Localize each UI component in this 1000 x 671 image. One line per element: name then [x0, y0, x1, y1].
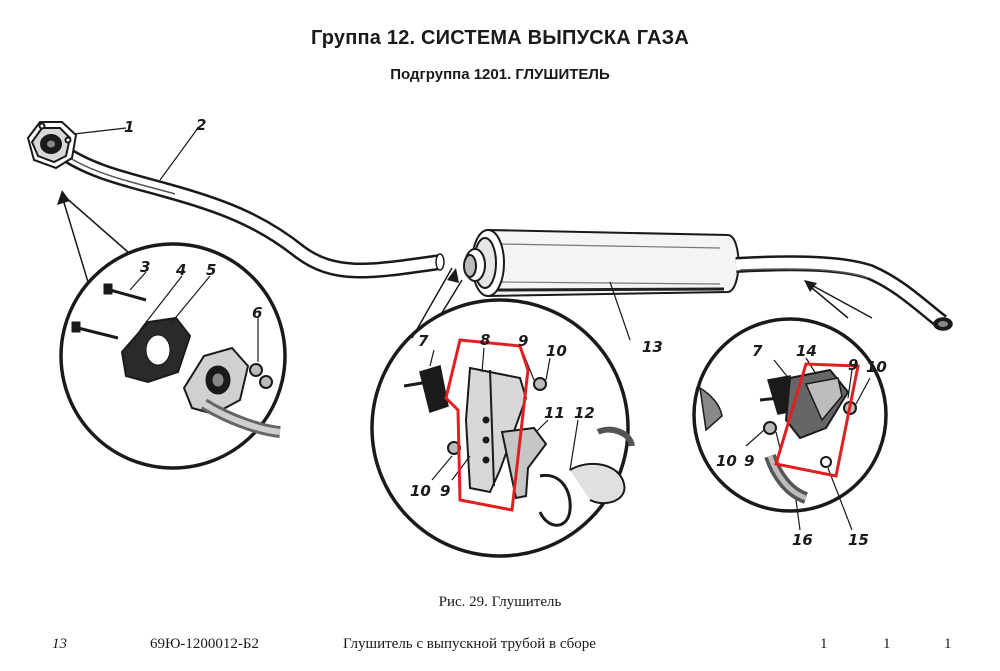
callout-m-10: 10 [546, 342, 567, 360]
highlight-front-bracket [444, 338, 530, 512]
callout-1: 1 [124, 118, 134, 136]
callout-m-9: 9 [518, 332, 528, 350]
callout-3: 3 [140, 258, 150, 276]
callout-m-10b: 10 [410, 482, 431, 500]
callout-6: 6 [252, 304, 262, 322]
quantity-1: 1 [820, 636, 828, 652]
callout-r-10: 10 [866, 358, 887, 376]
callout-m-12: 12 [574, 404, 595, 422]
callout-r-9: 9 [848, 356, 858, 374]
detail-circle-rear-mount [692, 280, 888, 531]
detail-circle-flange [57, 190, 287, 470]
part-code: 69Ю-1200012-Б2 [150, 636, 260, 652]
callout-r-15: 15 [848, 531, 869, 549]
quantity-2: 1 [883, 636, 891, 652]
callout-labels: 1 2 3 4 5 6 13 7 8 9 10 11 12 10 9 7 14 … [124, 116, 887, 549]
callout-2: 2 [196, 116, 206, 134]
callout-r-7: 7 [752, 342, 763, 360]
part-description: Глушитель с выпускной трубой в сборе [343, 636, 596, 652]
callout-m-9b: 9 [440, 482, 450, 500]
callout-r-9b: 9 [744, 452, 754, 470]
tail-pipe [735, 255, 953, 331]
figure-caption: Рис. 29. Глушитель [438, 594, 562, 610]
callout-r-10b: 10 [716, 452, 737, 470]
callout-m-11: 11 [544, 404, 565, 422]
callout-13: 13 [642, 338, 663, 356]
muffler-body [463, 229, 740, 297]
callout-r-16: 16 [792, 531, 813, 549]
callout-m-8: 8 [480, 331, 490, 349]
callout-4: 4 [175, 261, 186, 279]
subgroup-title: Подгруппа 1201. ГЛУШИТЕЛЬ [390, 66, 610, 83]
highlight-outlines [444, 338, 860, 512]
exhaust-pipe [55, 143, 445, 279]
highlight-rear-bracket [774, 362, 860, 478]
callout-r-14: 14 [796, 342, 817, 360]
leader-lines [73, 127, 631, 341]
callout-5: 5 [206, 261, 216, 279]
position-number: 13 [52, 636, 67, 652]
group-title: Группа 12. СИСТЕМА ВЫПУСКА ГАЗА [310, 27, 690, 49]
pipe-flange [26, 121, 78, 170]
quantity-3: 1 [944, 636, 952, 652]
parts-table-row: 13 69Ю-1200012-Б2 Глушитель с выпускной … [0, 636, 1000, 660]
detail-circle-front-mount [370, 267, 635, 558]
callout-m-7: 7 [418, 332, 429, 350]
